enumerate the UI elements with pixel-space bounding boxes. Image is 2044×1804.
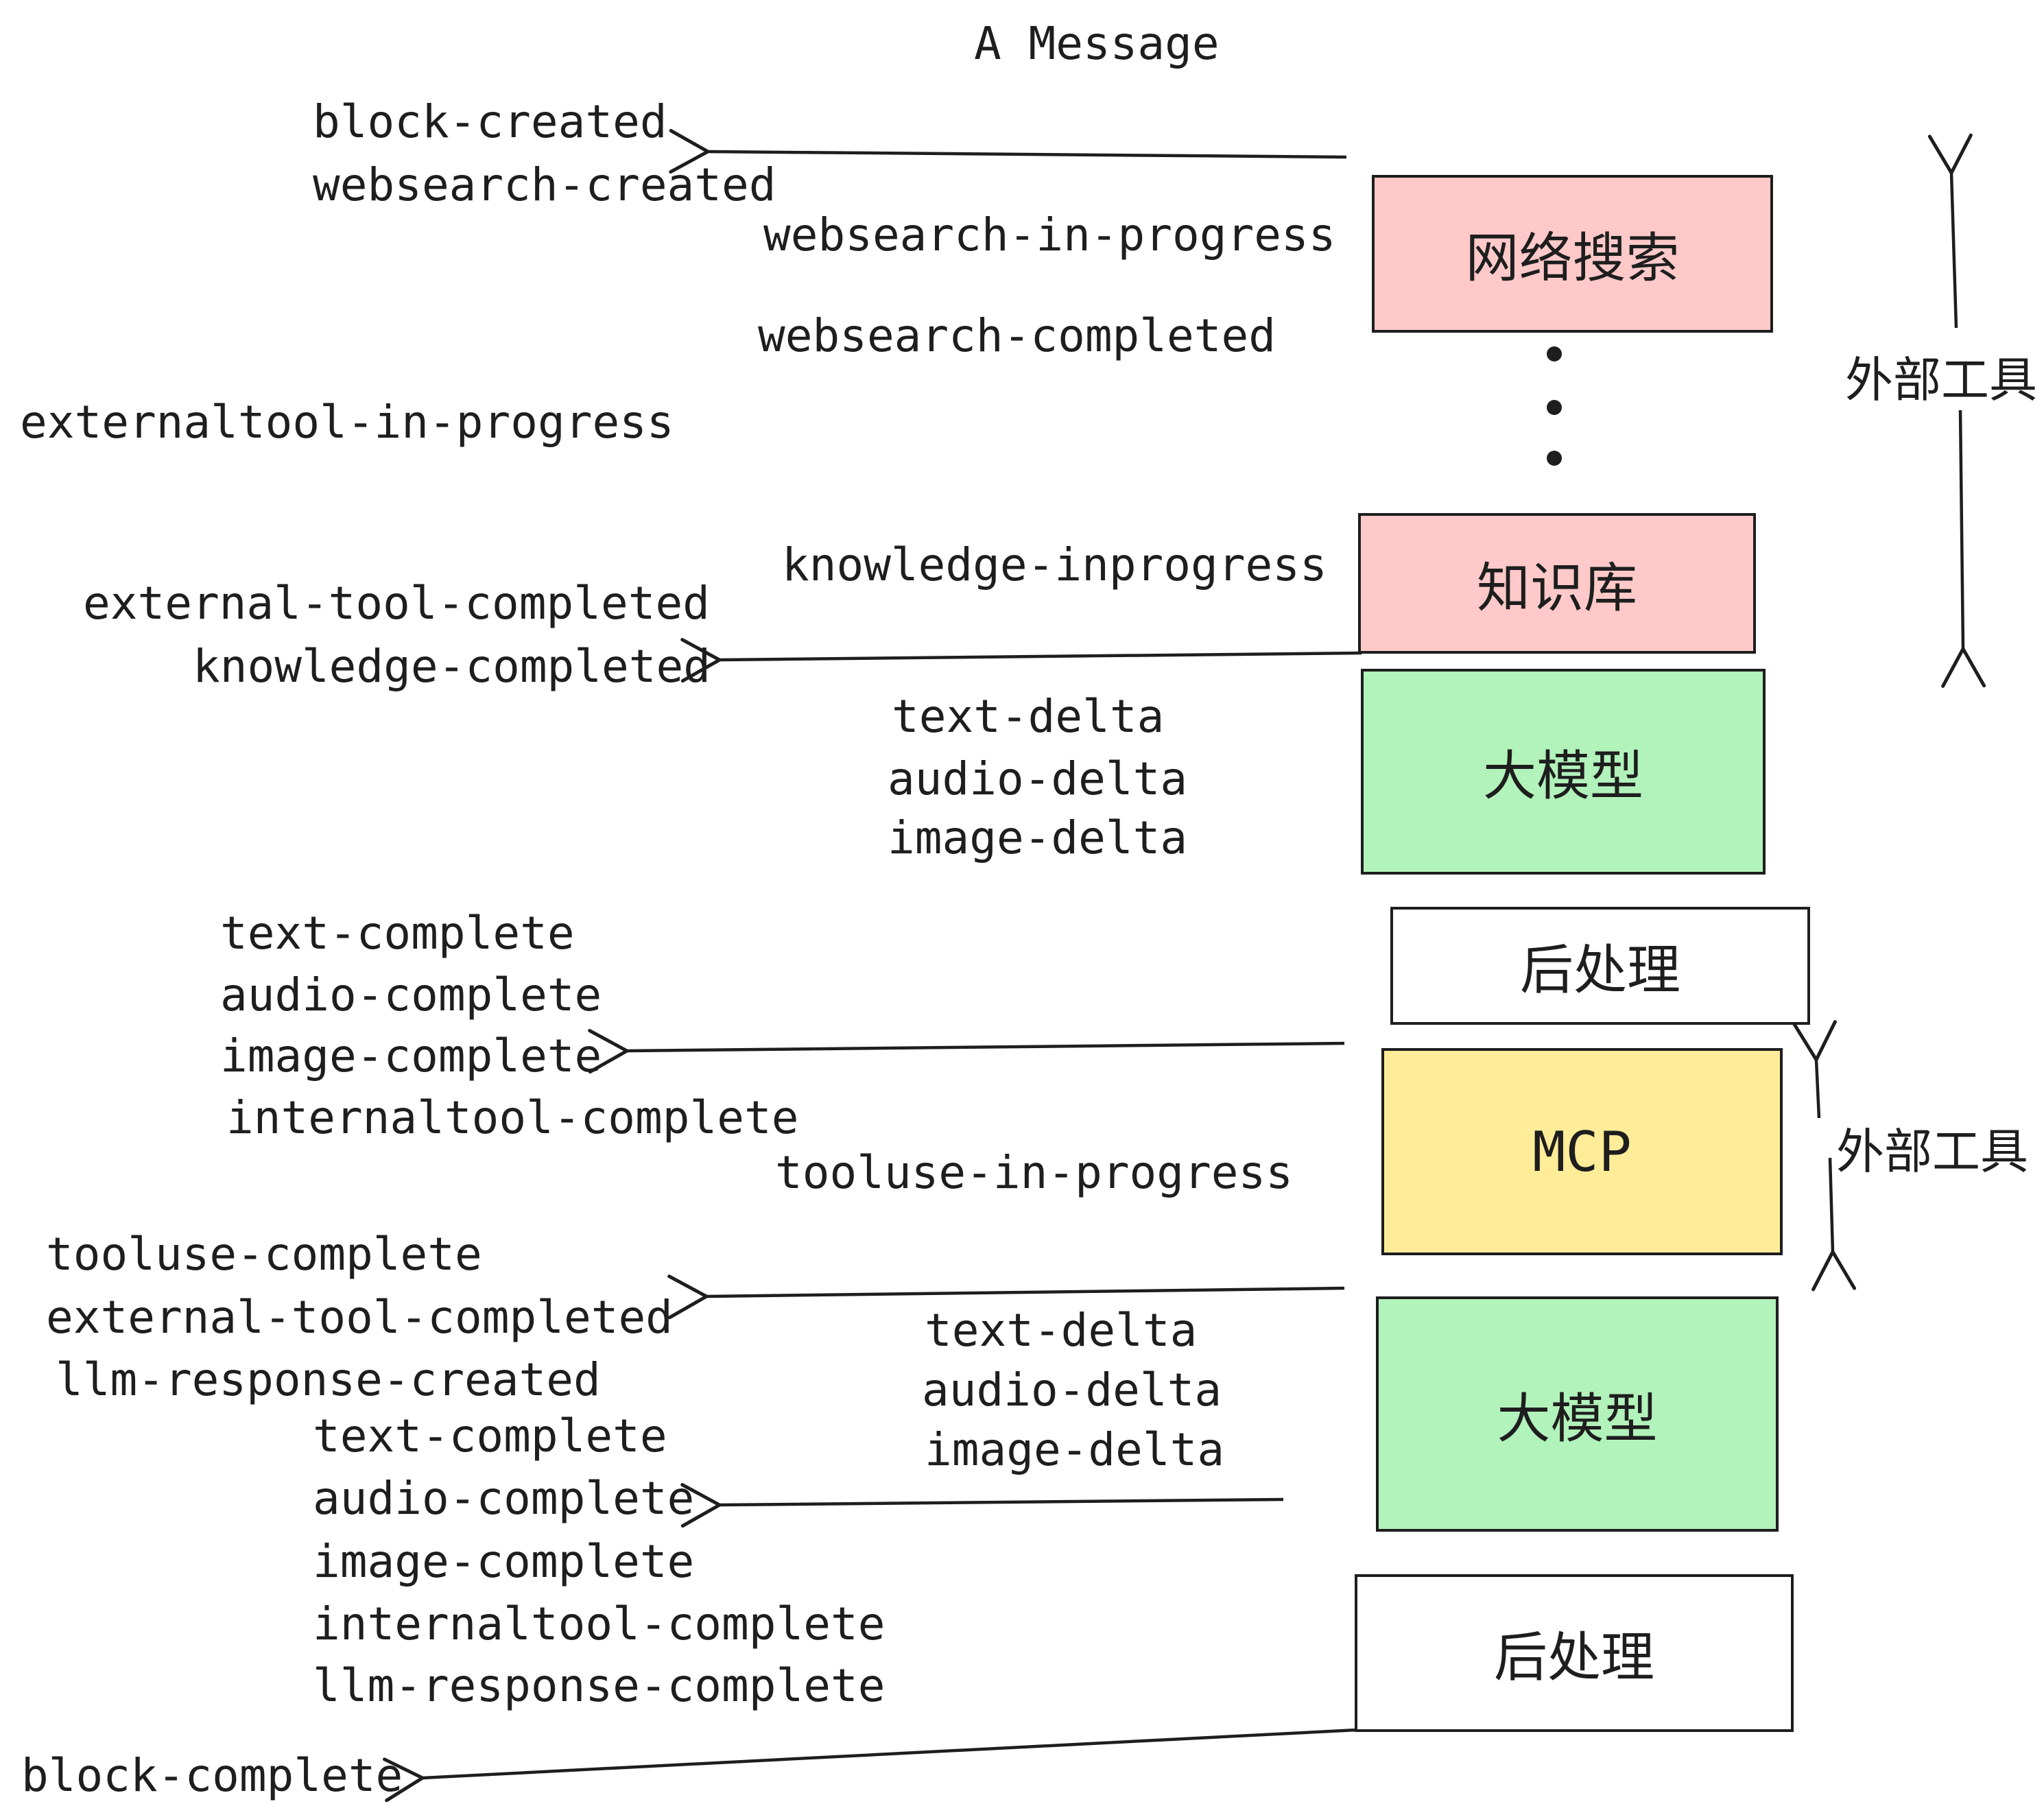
event-label-llm-response-created: llm-response-created xyxy=(56,1353,601,1406)
event-label-tooluse-complete: tooluse-complete xyxy=(46,1228,482,1281)
event-label-audio-delta: audio-delta xyxy=(922,1364,1222,1416)
event-label-block-complete: block-complete xyxy=(21,1749,403,1802)
external-tools-annotation-mid: 外部工具 xyxy=(1836,1124,2028,1180)
arrow-to-tooluse-complete xyxy=(667,1274,1345,1320)
mcp-box-label: MCP xyxy=(1532,1119,1632,1184)
event-label-tooluse-in-progress: tooluse-in-progress xyxy=(775,1146,1293,1199)
llm-box-1: 大模型 xyxy=(1361,669,1766,875)
external-tools-mid-down-arrow xyxy=(1811,1157,1857,1292)
arrow-to-block-created xyxy=(669,129,1347,174)
external-tools-annotation-top: 外部工具 xyxy=(1845,352,2037,408)
event-label-image-delta: image-delta xyxy=(925,1423,1225,1476)
event-label-block-created: block-created xyxy=(313,95,667,148)
event-label-llm-response-complete: llm-response-complete xyxy=(313,1659,886,1712)
event-label-external-tool-completed: external-tool-completed xyxy=(83,577,710,630)
websearch-box: 网络搜索 xyxy=(1372,175,1773,333)
event-label-image-complete: image-complete xyxy=(220,1030,602,1082)
websearch-box-label: 网络搜索 xyxy=(1465,228,1680,289)
event-label-image-complete: image-complete xyxy=(313,1535,695,1588)
event-label-websearch-in-progress: websearch-in-progress xyxy=(763,209,1336,261)
external-tools-top-down-arrow xyxy=(1941,410,1986,688)
post-processing-box-2-label: 后处理 xyxy=(1493,1627,1654,1689)
event-label-knowledge-inprogress: knowledge-inprogress xyxy=(782,538,1327,591)
llm-box-1-label: 大模型 xyxy=(1482,746,1643,807)
event-label-internaltool-complete: internaltool-complete xyxy=(313,1598,886,1650)
event-label-audio-complete: audio-complete xyxy=(220,969,602,1021)
event-label-websearch-created: websearch-created xyxy=(313,158,776,211)
event-label-text-delta: text-delta xyxy=(892,690,1165,743)
post-processing-box-2: 后处理 xyxy=(1355,1574,1794,1732)
event-label-text-complete: text-complete xyxy=(313,1410,667,1462)
event-label-externaltool-in-progress: externaltool-in-progress xyxy=(20,396,674,449)
knowledge-base-box-label: 知识库 xyxy=(1476,557,1637,619)
event-label-audio-complete: audio-complete xyxy=(313,1472,695,1525)
ellipsis-dot xyxy=(1547,400,1562,415)
ellipsis-dot xyxy=(1547,451,1562,466)
event-label-text-complete: text-complete xyxy=(220,907,575,960)
arrow-to-block-complete xyxy=(383,1728,1357,1803)
post-processing-box-1: 后处理 xyxy=(1390,907,1810,1025)
page-title: A Message xyxy=(974,17,1220,70)
external-tools-mid-up-arrow xyxy=(1792,1020,1837,1119)
event-label-text-delta: text-delta xyxy=(925,1304,1198,1357)
arrow-to-image-complete xyxy=(588,1029,1345,1074)
post-processing-box-1-label: 后处理 xyxy=(1519,940,1680,1001)
event-label-external-tool-completed: external-tool-completed xyxy=(46,1291,673,1344)
external-tools-top-up-arrow xyxy=(1927,133,1973,329)
knowledge-base-box: 知识库 xyxy=(1358,513,1756,654)
llm-box-2: 大模型 xyxy=(1376,1296,1779,1532)
arrow-to-audio-complete xyxy=(680,1483,1284,1528)
llm-box-2-label: 大模型 xyxy=(1497,1388,1658,1450)
event-label-websearch-completed: websearch-completed xyxy=(758,309,1276,362)
event-label-knowledge-completed: knowledge-completed xyxy=(193,640,711,693)
ellipsis-dot xyxy=(1547,346,1562,361)
event-label-image-delta: image-delta xyxy=(888,811,1188,864)
mcp-box: MCP xyxy=(1381,1048,1783,1255)
event-label-audio-delta: audio-delta xyxy=(888,752,1188,805)
event-label-internaltool-complete: internaltool-complete xyxy=(226,1091,799,1144)
arrow-to-knowledge-completed xyxy=(680,638,1362,683)
